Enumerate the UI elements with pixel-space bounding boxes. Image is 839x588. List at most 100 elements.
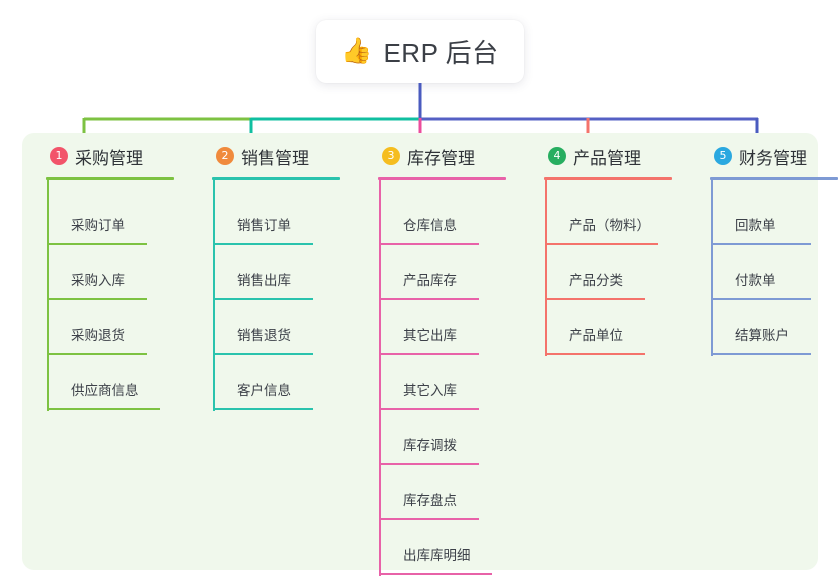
column-sales: 2 销售管理 销售订单 销售出库 销售退货 客户信息 (202, 133, 366, 570)
columns-container: 1 采购管理 采购订单 采购入库 采购退货 供应商信息 (22, 133, 838, 576)
leaf-label: 销售退货 (237, 328, 291, 343)
leaf-label: 出库库明细 (403, 548, 471, 563)
column-spine-4 (545, 180, 547, 356)
leaf-rule (47, 353, 147, 355)
leaf-label: 结算账户 (735, 328, 789, 343)
leaf-label: 产品库存 (403, 273, 457, 288)
column-header-purchasing[interactable]: 1 采购管理 (36, 133, 200, 179)
leaf-rule (711, 353, 811, 355)
leaf-label: 付款单 (735, 273, 776, 288)
column-items-4: 产品（物料） 产品分类 产品单位 (534, 190, 698, 355)
list-item[interactable]: 付款单 (711, 245, 839, 300)
column-items-1: 采购订单 采购入库 采购退货 供应商信息 (36, 190, 200, 410)
list-item[interactable]: 产品（物料） (545, 190, 698, 245)
column-title-3: 库存管理 (407, 148, 475, 168)
column-header-product[interactable]: 4 产品管理 (534, 133, 698, 179)
column-title-4: 产品管理 (573, 148, 641, 168)
leaf-rule (213, 243, 313, 245)
list-item[interactable]: 产品分类 (545, 245, 698, 300)
list-item[interactable]: 销售出库 (213, 245, 366, 300)
column-rule-2 (212, 177, 340, 180)
column-rule-3 (378, 177, 506, 180)
column-header-finance[interactable]: 5 财务管理 (700, 133, 839, 179)
list-item[interactable]: 结算账户 (711, 300, 839, 355)
leaf-rule (379, 243, 479, 245)
list-item[interactable]: 仓库信息 (379, 190, 532, 245)
column-spine-1 (47, 180, 49, 411)
list-item[interactable]: 采购退货 (47, 300, 200, 355)
column-title-2: 销售管理 (241, 148, 309, 168)
list-item[interactable]: 供应商信息 (47, 355, 200, 410)
leaf-rule (379, 408, 479, 410)
leaf-label: 库存盘点 (403, 493, 457, 508)
root-node-title: ERP 后台 (383, 38, 499, 68)
leaf-label: 回款单 (735, 218, 776, 233)
column-rule-1 (46, 177, 174, 180)
leaf-label: 仓库信息 (403, 218, 457, 233)
leaf-rule (213, 408, 313, 410)
leaf-label: 供应商信息 (71, 383, 139, 398)
column-badge-5: 5 (714, 147, 732, 165)
thumbs-up-icon: 👍 (341, 37, 373, 65)
column-spine-5 (711, 180, 713, 356)
column-header-inventory[interactable]: 3 库存管理 (368, 133, 532, 179)
leaf-label: 库存调拨 (403, 438, 457, 453)
leaf-rule (213, 353, 313, 355)
leaf-label: 采购退货 (71, 328, 125, 343)
leaf-rule (545, 298, 645, 300)
column-product: 4 产品管理 产品（物料） 产品分类 产品单位 (534, 133, 698, 570)
column-badge-3: 3 (382, 147, 400, 165)
list-item[interactable]: 产品单位 (545, 300, 698, 355)
list-item[interactable]: 其它出库 (379, 300, 532, 355)
list-item[interactable]: 采购入库 (47, 245, 200, 300)
column-title-5: 财务管理 (739, 148, 807, 168)
leaf-label: 产品分类 (569, 273, 623, 288)
column-badge-1: 1 (50, 147, 68, 165)
leaf-rule (47, 408, 160, 410)
leaf-rule (213, 298, 313, 300)
list-item[interactable]: 客户信息 (213, 355, 366, 410)
column-header-sales[interactable]: 2 销售管理 (202, 133, 366, 179)
list-item[interactable]: 销售订单 (213, 190, 366, 245)
leaf-label: 客户信息 (237, 383, 291, 398)
leaf-rule (379, 573, 492, 575)
list-item[interactable]: 出库库明细 (379, 520, 532, 575)
leaf-rule (47, 243, 147, 245)
column-items-2: 销售订单 销售出库 销售退货 客户信息 (202, 190, 366, 410)
column-spine-3 (379, 180, 381, 576)
column-rule-5 (710, 177, 838, 180)
root-node-card[interactable]: 👍 ERP 后台 (316, 20, 524, 83)
leaf-label: 销售订单 (237, 218, 291, 233)
leaf-rule (379, 463, 479, 465)
column-purchasing: 1 采购管理 采购订单 采购入库 采购退货 供应商信息 (36, 133, 200, 570)
leaf-rule (379, 353, 479, 355)
column-spine-2 (213, 180, 215, 411)
leaf-rule (711, 298, 811, 300)
column-rule-4 (544, 177, 672, 180)
leaf-rule (379, 518, 479, 520)
column-items-5: 回款单 付款单 结算账户 (700, 190, 839, 355)
column-badge-4: 4 (548, 147, 566, 165)
leaf-label: 其它出库 (403, 328, 457, 343)
column-title-1: 采购管理 (75, 148, 143, 168)
column-items-3: 仓库信息 产品库存 其它出库 其它入库 库存调拨 库存盘点 (368, 190, 532, 575)
list-item[interactable]: 采购订单 (47, 190, 200, 245)
leaf-label: 采购订单 (71, 218, 125, 233)
list-item[interactable]: 回款单 (711, 190, 839, 245)
leaf-rule (47, 298, 147, 300)
column-badge-2: 2 (216, 147, 234, 165)
list-item[interactable]: 库存盘点 (379, 465, 532, 520)
leaf-label: 销售出库 (237, 273, 291, 288)
column-finance: 5 财务管理 回款单 付款单 结算账户 (700, 133, 839, 570)
leaf-rule (711, 243, 811, 245)
list-item[interactable]: 库存调拨 (379, 410, 532, 465)
list-item[interactable]: 产品库存 (379, 245, 532, 300)
leaf-rule (545, 243, 658, 245)
leaf-label: 产品（物料） (569, 218, 650, 233)
leaf-label: 其它入库 (403, 383, 457, 398)
list-item[interactable]: 销售退货 (213, 300, 366, 355)
leaf-label: 产品单位 (569, 328, 623, 343)
leaf-rule (545, 353, 645, 355)
list-item[interactable]: 其它入库 (379, 355, 532, 410)
leaf-rule (379, 298, 479, 300)
